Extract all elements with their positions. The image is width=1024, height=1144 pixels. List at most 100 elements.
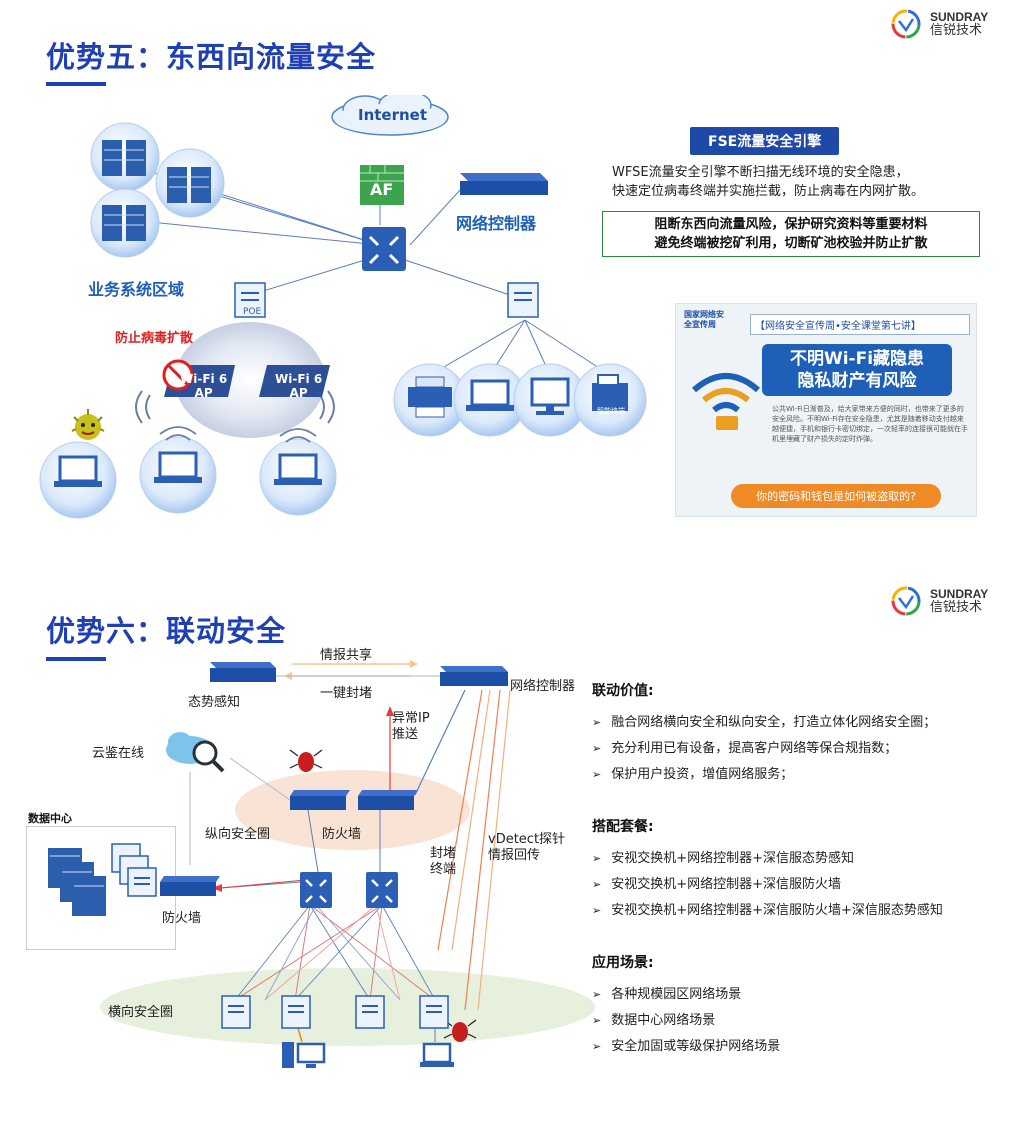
- laptop-icon: [420, 1042, 454, 1067]
- wifi6-ap-label: Wi-Fi 6 AP: [275, 372, 323, 400]
- poe-switch-icon: [234, 282, 266, 318]
- value-item: 充分利用已有设备，提高客户网络等保合规指数；: [592, 736, 943, 762]
- af-firewall-icon: [360, 165, 404, 205]
- firewall-device-icon: [160, 790, 418, 896]
- block-arrow: [219, 879, 306, 889]
- section5-title: 优势五：东西向流量安全: [46, 40, 377, 74]
- brand-cn: 信锐技术: [930, 599, 983, 615]
- access-switch-icon: [507, 282, 539, 318]
- sundray-logo-icon: [891, 9, 921, 39]
- brand-cn: 信锐技术: [930, 22, 983, 38]
- link-line: [229, 757, 291, 801]
- poster-footer: 你的密码和钱包是如何被盗取的?: [731, 484, 941, 508]
- fse-highlight-box: 阻断东西向流量风险，保护研究资料等重要材料 避免终端被挖矿利用，切断矿池校验并防…: [602, 211, 980, 257]
- sundray-logo-icon: [891, 586, 921, 616]
- datacenter-label: 数据中心: [28, 812, 72, 825]
- link-line: [297, 1027, 303, 1043]
- horizontal-security-zone: [100, 968, 595, 1046]
- laptop-icon: [466, 379, 514, 411]
- server-bubble: [90, 188, 160, 258]
- smart-terminal-label: 智能终端: [597, 407, 625, 415]
- intel-share-label: 情报共享: [320, 648, 373, 663]
- fse-desc-line1: WFSE流量安全引擎不断扫描无线环境的安全隐患，: [612, 165, 909, 180]
- situation-awareness-device-icon: [210, 662, 276, 682]
- intel-share-arrow: [292, 663, 410, 677]
- scenario-item: 数据中心网络场景: [592, 1008, 943, 1034]
- poster-headline-box: 不明Wi-Fi藏隐患 隐私财产有风险: [762, 344, 952, 396]
- title-underline: [46, 657, 106, 661]
- value-list: 融合网络横向安全和纵向安全，打造立体化网络安全圈； 充分利用已有设备，提高客户网…: [592, 710, 943, 788]
- fse-badge: FSE流量安全引擎: [690, 127, 840, 155]
- server-bubble: [90, 122, 160, 192]
- scenario-list: 各种规模园区网络场景 数据中心网络场景 安全加固或等级保护网络场景: [592, 982, 943, 1060]
- east-west-network-diagram: [39, 95, 647, 519]
- access-switch-icon: [221, 995, 449, 1029]
- package-item: 安视交换机+网络控制器+深信服态势感知: [592, 846, 943, 872]
- controller-device-icon: [440, 666, 508, 686]
- linkage-security-diagram: [48, 660, 511, 1068]
- poster-headline1: 不明Wi-Fi藏隐患: [789, 349, 925, 369]
- controller-label: 网络控制器: [510, 679, 576, 694]
- poster-body: 公共Wi-Fi日渐普及，给大家带来方便的同时，也带来了更多的安全风险。不明Wi-…: [772, 405, 968, 443]
- section6-title: 优势六：联动安全: [46, 614, 287, 648]
- value-item: 保护用户投资，增值网络服务；: [592, 762, 943, 788]
- virus-icon: [71, 409, 105, 440]
- desktop-monitor-icon: [530, 377, 570, 415]
- internet-cloud-icon: [331, 95, 449, 136]
- brand-en: SUNDRAY: [930, 9, 989, 24]
- fse-box-line2: 避免终端被挖矿利用，切断矿池校验并防止扩散: [654, 236, 928, 251]
- package-list: 安视交换机+网络控制器+深信服态势感知 安视交换机+网络控制器+深信服防火墙 安…: [592, 846, 943, 924]
- desktop-pc-icon: [282, 1042, 326, 1068]
- datacenter-switch-icon: [111, 843, 157, 897]
- wifi-coverage-ring: [175, 322, 325, 438]
- vertical-zone-label: 纵向安全圈: [205, 827, 271, 842]
- title-underline: [46, 82, 106, 86]
- scenario-item: 安全加固或等级保护网络场景: [592, 1034, 943, 1060]
- poster-banner: 【网络安全宣传周•安全课堂第七讲】: [750, 314, 970, 335]
- firewall-top-label: 防火墙: [322, 827, 362, 842]
- forbidden-icon: [162, 359, 194, 391]
- brand-logo: SUNDRAY 信锐技术: [888, 6, 988, 42]
- package-item: 安视交换机+网络控制器+深信服防火墙: [592, 872, 943, 898]
- package-heading: 搭配套餐:: [592, 819, 654, 835]
- block-terminal-label: 封堵 终端: [430, 846, 457, 877]
- controller-lines: [414, 689, 511, 1011]
- brand-logo: SUNDRAY 信锐技术: [888, 583, 988, 619]
- prevent-virus-label: 防止病毒扩散: [115, 331, 194, 346]
- datacenter-server-icon: [48, 848, 106, 916]
- smart-terminal-icon: [592, 374, 628, 411]
- cloud-scan-icon: [166, 732, 225, 773]
- business-zone-label: 业务系统区域: [88, 280, 185, 299]
- poster-headline2: 隐私财产有风险: [797, 371, 917, 391]
- laptop-icon: [54, 451, 322, 487]
- laptop-wifi-icon: [159, 426, 317, 443]
- internet-label: Internet: [358, 106, 428, 124]
- security-poster: 国家网络安全宣传周 【网络安全宣传周•安全课堂第七讲】 不明Wi-Fi藏隐患 隐…: [675, 303, 977, 517]
- scenario-item: 各种规模园区网络场景: [592, 982, 943, 1008]
- wifi-signal-icon: [135, 390, 335, 424]
- package-item: 安视交换机+网络控制器+深信服防火墙+深信服态势感知: [592, 898, 943, 924]
- wifi6-ap-label: Wi-Fi 6 AP: [180, 372, 228, 400]
- scenario-heading: 应用场景:: [592, 955, 654, 971]
- wifi6-ap-icon: [259, 365, 330, 397]
- one-key-block-label: 一键封堵: [320, 686, 373, 701]
- horizontal-zone-label: 横向安全圈: [108, 1005, 174, 1020]
- value-heading: 联动价值:: [592, 683, 654, 699]
- vdetect-label: vDetect探针 情报回传: [488, 832, 566, 863]
- poe-label: POE: [243, 307, 262, 317]
- server-rack-icon: [102, 140, 211, 241]
- abnormal-ip-label: 异常IP 推送: [392, 711, 430, 742]
- poster-org: 国家网络安全宣传周: [684, 310, 724, 329]
- linkage-info-panel: 联动价值: 融合网络横向安全和纵向安全，打造立体化网络安全圈； 充分利用已有设备…: [592, 680, 943, 1088]
- server-bubble: [155, 148, 225, 218]
- af-label: AF: [370, 180, 394, 199]
- core-switch-icon: [362, 227, 406, 271]
- wifi-phone-icon: [692, 373, 760, 430]
- fse-box-line1: 阻断东西向流量风险，保护研究资料等重要材料: [654, 217, 928, 232]
- bug-icon: [289, 749, 323, 772]
- controller-label: 网络控制器: [456, 214, 537, 233]
- cloud-label: 云鉴在线: [92, 746, 145, 761]
- server-rack-lines: [50, 855, 104, 887]
- value-item: 融合网络横向安全和纵向安全，打造立体化网络安全圈；: [592, 710, 943, 736]
- fse-desc-line2: 快速定位病毒终端并实施拦截，防止病毒在内网扩散。: [612, 184, 925, 199]
